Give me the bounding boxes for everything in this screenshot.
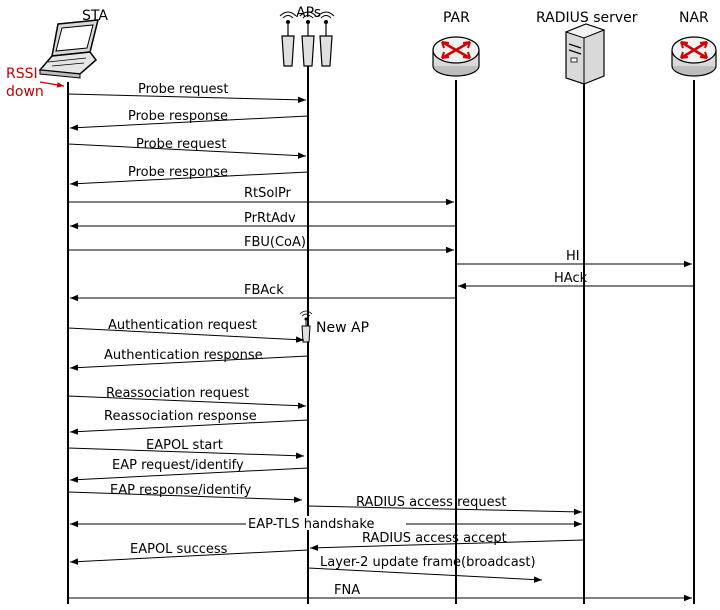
message-label: EAPOL success (130, 542, 228, 557)
msg-eap-response-identify: EAP response/identify (67, 483, 303, 503)
message-label: RADIUS access accept (362, 531, 507, 546)
access-points-icon (279, 11, 335, 67)
message-label: Authentication request (108, 318, 257, 333)
new-ap-label: New AP (316, 320, 369, 336)
msg-eapol-success: EAPOL success (69, 542, 309, 565)
msg-hack: HAck (458, 271, 694, 290)
msg-radius-access-request: RADIUS access request (307, 495, 583, 516)
msg-radius-access-accept: RADIUS access accept (309, 531, 585, 551)
msg-eap-tls-handshake: EAP-TLS handshake (70, 516, 582, 532)
msg-layer2-update-frame: Layer-2 update frame(broadcast) (307, 555, 543, 583)
laptop-icon (38, 19, 99, 79)
entity-label-sta: STA (82, 8, 108, 24)
entity-label-aps: APs (296, 5, 321, 21)
entity-label-nar: NAR (679, 10, 709, 26)
rssi-annotation-line2: down (6, 84, 44, 100)
message-label: EAPOL start (146, 438, 223, 453)
msg-hi: HI (456, 249, 692, 268)
msg-reassociation-request: Reassociation request (67, 386, 307, 409)
message-label: Probe response (128, 165, 228, 180)
rssi-annotation-line1: RSSI (6, 66, 38, 82)
message-label: EAP request/identify (112, 458, 244, 473)
router-icon (432, 36, 480, 77)
msg-eapol-start: EAPOL start (67, 438, 305, 459)
msg-authentication-request: Authentication request (67, 318, 305, 343)
msg-probe-response-2: Probe response (69, 165, 309, 187)
message-label: Authentication response (104, 348, 263, 363)
router-icon (671, 36, 717, 77)
msg-reassociation-response: Reassociation response (69, 409, 309, 435)
message-label: EAP response/identify (110, 483, 252, 498)
msg-authentication-response: Authentication response (69, 348, 309, 371)
message-label: PrRtAdv (244, 211, 296, 226)
message-label: Layer-2 update frame(broadcast) (320, 555, 536, 570)
msg-fbu: FBU(CoA) (68, 235, 454, 254)
msg-fback: FBAck (70, 283, 456, 302)
message-label: FBU(CoA) (244, 235, 306, 250)
msg-eap-request-identify: EAP request/identify (69, 458, 309, 483)
message-label: EAP-TLS handshake (248, 517, 374, 532)
msg-probe-request-1: Probe request (67, 82, 307, 103)
msg-rtsolpr: RtSolPr (68, 186, 454, 206)
message-label: Probe request (138, 82, 228, 97)
message-label: HAck (554, 271, 588, 286)
message-label: HI (566, 249, 580, 264)
msg-probe-response-1: Probe response (69, 109, 309, 131)
message-label: FBAck (244, 283, 284, 298)
msg-prrtadv: PrRtAdv (70, 211, 456, 230)
message-label: Reassociation response (104, 409, 257, 424)
message-label: RADIUS access request (356, 495, 507, 510)
server-icon (564, 23, 606, 85)
entity-label-par: PAR (443, 10, 470, 26)
new-ap-icon (299, 310, 313, 343)
msg-probe-request-2: Probe request (67, 137, 307, 159)
message-label: Probe response (128, 109, 228, 124)
message-label: FNA (334, 583, 360, 598)
message-label: Reassociation request (106, 386, 249, 401)
entity-label-radius: RADIUS server (536, 10, 638, 26)
message-label: Probe request (136, 137, 226, 152)
rssi-arrow (39, 81, 65, 88)
msg-fna: FNA (68, 583, 692, 602)
message-label: RtSolPr (244, 186, 292, 201)
